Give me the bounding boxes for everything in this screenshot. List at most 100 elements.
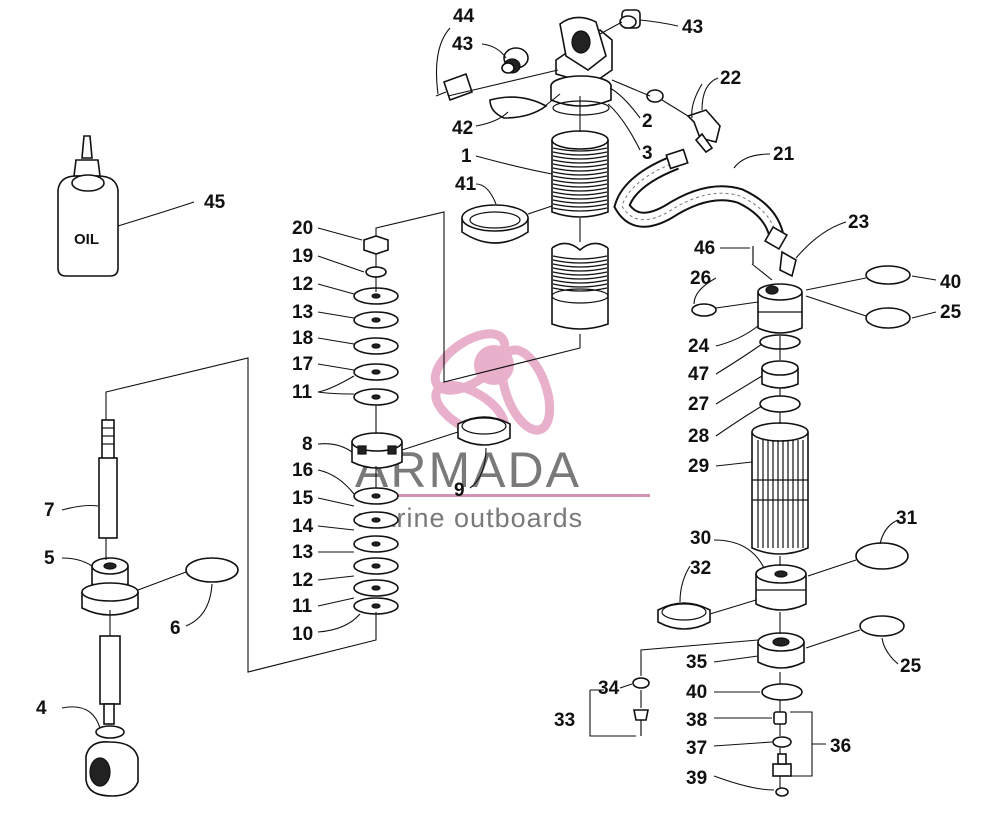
label-13-bottom: 13 xyxy=(292,542,313,563)
label-25-bottom: 25 xyxy=(900,656,922,677)
piston-8 xyxy=(351,432,403,469)
part-labels: 44 43 43 22 42 2 3 1 21 41 45 20 19 12 1… xyxy=(36,6,962,789)
ring-6 xyxy=(185,557,239,583)
connector-lines xyxy=(105,21,867,788)
label-25-top: 25 xyxy=(940,302,962,323)
nut-20 xyxy=(363,235,389,255)
label-8: 8 xyxy=(302,434,313,455)
label-43-right: 43 xyxy=(682,17,703,38)
label-22: 22 xyxy=(720,68,741,89)
label-40-bottom: 40 xyxy=(686,682,707,703)
label-18: 18 xyxy=(292,328,313,349)
label-41: 41 xyxy=(455,174,477,195)
pin-44 xyxy=(435,72,474,102)
label-13-top: 13 xyxy=(292,302,313,323)
end-cap-35 xyxy=(757,632,805,669)
label-26: 26 xyxy=(690,268,711,289)
reservoir-cap-24 xyxy=(757,283,803,334)
label-12-top: 12 xyxy=(292,274,313,295)
washer-19 xyxy=(365,266,387,278)
label-19: 19 xyxy=(292,246,313,267)
valve-38 xyxy=(773,711,787,725)
o-ring-26 xyxy=(691,303,717,317)
label-17: 17 xyxy=(292,354,313,375)
shaft-7 xyxy=(98,419,118,539)
label-30: 30 xyxy=(690,528,711,549)
lower-shaft xyxy=(99,635,121,725)
label-29: 29 xyxy=(688,456,709,477)
label-38: 38 xyxy=(686,710,707,731)
label-10: 10 xyxy=(292,624,313,645)
label-7: 7 xyxy=(44,500,55,521)
label-46: 46 xyxy=(694,238,715,259)
label-32: 32 xyxy=(690,558,711,579)
eye-mount-4 xyxy=(85,725,139,797)
plug-39 xyxy=(775,787,789,797)
ring-41 xyxy=(461,204,529,244)
elbow-fitting-22 xyxy=(646,89,721,154)
seal-40-top xyxy=(865,265,911,285)
oil-bottle: OIL xyxy=(57,135,119,277)
leader-lines xyxy=(61,19,937,791)
label-43-left: 43 xyxy=(452,34,473,55)
label-9: 9 xyxy=(454,480,465,501)
bushing-43-right xyxy=(619,9,641,29)
shim-stack-upper xyxy=(353,287,399,406)
end-cap-30 xyxy=(755,564,807,611)
fitting-23 xyxy=(779,250,797,278)
watermark-divider xyxy=(355,494,650,497)
screw-36 xyxy=(772,753,792,777)
hose-21 xyxy=(613,148,789,251)
reservoir-tube-29 xyxy=(751,422,809,555)
armada-watermark: ARMADA marine outboards xyxy=(355,329,650,533)
screw-33 xyxy=(632,677,650,736)
label-15: 15 xyxy=(292,488,314,509)
ring-31 xyxy=(855,542,909,570)
label-5: 5 xyxy=(44,548,55,569)
shim-stack-lower xyxy=(353,487,399,615)
label-35: 35 xyxy=(686,652,708,673)
label-4: 4 xyxy=(36,698,47,719)
label-14: 14 xyxy=(292,516,314,537)
ring-25-bottom xyxy=(859,615,905,637)
ring-25-top xyxy=(865,307,911,329)
label-44: 44 xyxy=(453,6,475,27)
label-12-bottom: 12 xyxy=(292,570,313,591)
label-37: 37 xyxy=(686,738,707,759)
piston-27 xyxy=(761,360,799,389)
ring-9 xyxy=(457,416,511,446)
label-6: 6 xyxy=(170,618,181,639)
label-39: 39 xyxy=(686,768,707,789)
label-27: 27 xyxy=(688,394,709,415)
label-21: 21 xyxy=(773,144,795,165)
label-3: 3 xyxy=(642,143,653,164)
label-45: 45 xyxy=(204,192,226,213)
label-33: 33 xyxy=(554,710,575,731)
label-11-bottom: 11 xyxy=(292,596,313,617)
label-28: 28 xyxy=(688,426,709,447)
seal-head-5 xyxy=(81,557,139,616)
o-ring-28 xyxy=(759,395,801,413)
bushing-43-left xyxy=(501,47,529,74)
label-23: 23 xyxy=(848,212,869,233)
label-2: 2 xyxy=(642,111,653,132)
washer-37 xyxy=(772,736,792,748)
label-31: 31 xyxy=(896,508,918,529)
seal-40-bottom xyxy=(761,683,803,701)
label-1: 1 xyxy=(461,146,472,167)
label-34: 34 xyxy=(598,678,620,699)
cylinder-body-1 xyxy=(551,130,609,330)
ring-32 xyxy=(657,602,711,630)
label-24: 24 xyxy=(688,336,710,357)
upper-eye-mount xyxy=(550,16,613,116)
oil-label: OIL xyxy=(74,231,99,248)
label-40-top: 40 xyxy=(940,272,961,293)
label-42: 42 xyxy=(452,118,473,139)
label-20: 20 xyxy=(292,218,313,239)
shield-42 xyxy=(489,96,548,119)
label-47: 47 xyxy=(688,364,709,385)
label-11-top: 11 xyxy=(292,382,313,403)
label-36: 36 xyxy=(830,736,851,757)
